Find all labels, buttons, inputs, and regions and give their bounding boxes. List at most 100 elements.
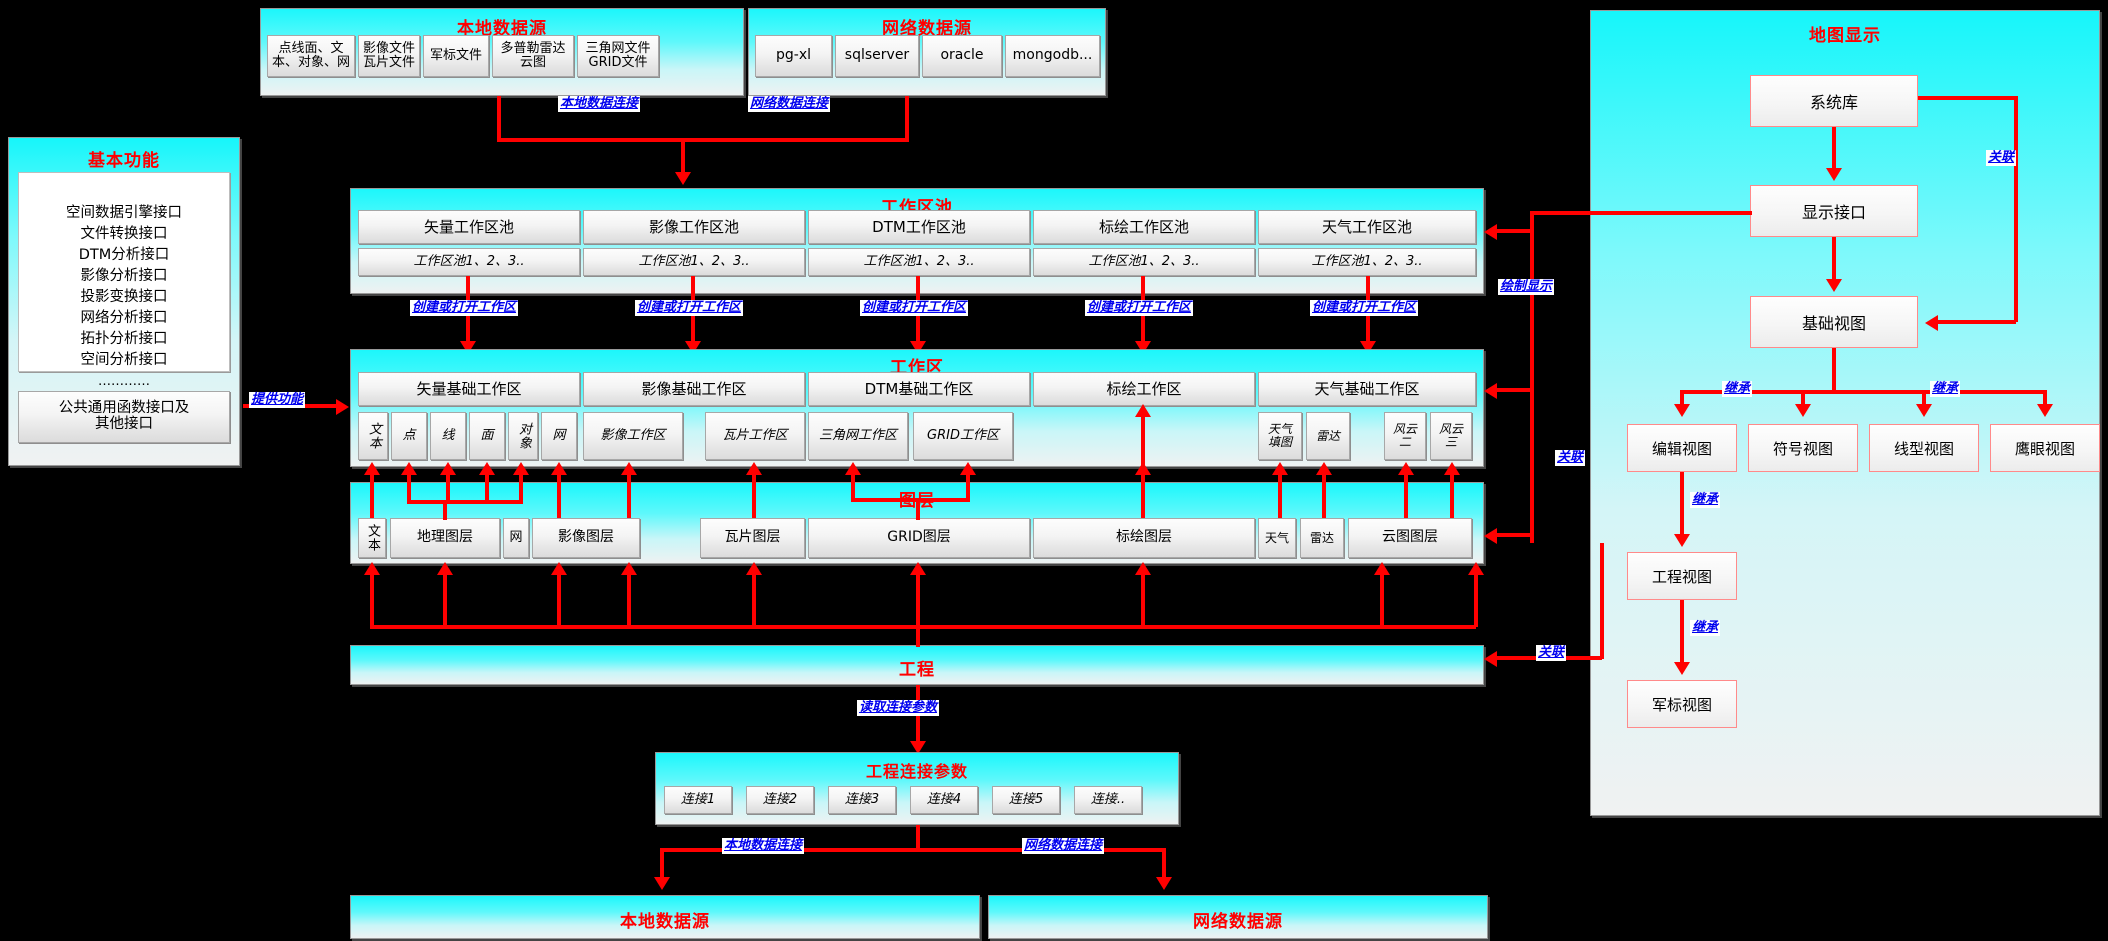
pool-sub-4[interactable]: 工作区池1、2、3.. [1258, 248, 1476, 276]
layer-plot[interactable]: 标绘图层 [1033, 518, 1255, 558]
basic-functions-common-interface[interactable]: 公共通用函数接口及其他接口 [18, 391, 230, 443]
pool-column-1[interactable]: 影像工作区池 [583, 210, 805, 244]
label-inherit-left: 继承 [1722, 381, 1753, 398]
conn-project-riser-2 [557, 570, 561, 627]
network-source-item-2[interactable]: oracle [922, 35, 1002, 77]
arrow-project-riser-8-icon [1468, 562, 1484, 575]
workarea-child-tin[interactable]: 三角网工作区 [808, 412, 908, 460]
local-source-item-0[interactable]: 点线面、文本、对象、网 [267, 35, 355, 77]
layer-grid[interactable]: GRID图层 [808, 518, 1030, 558]
arrow-project-riser-6-icon [1135, 562, 1151, 575]
pool-sub-0[interactable]: 工作区池1、2、3.. [358, 248, 580, 276]
workarea-column-3[interactable]: 标绘工作区 [1033, 372, 1255, 406]
conn-assoc-in [1938, 320, 2016, 324]
project-conn-item-1[interactable]: 连接2 [746, 786, 814, 814]
pool-column-3[interactable]: 标绘工作区池 [1033, 210, 1255, 244]
workarea-child-image[interactable]: 影像工作区 [583, 412, 683, 460]
workarea-child-object[interactable]: 对象 [508, 412, 538, 460]
arrow-project-to-params-icon [910, 741, 926, 754]
arrow-inherit-1-icon [1795, 404, 1811, 417]
conn-project-bus-down [916, 625, 920, 647]
layer-radar[interactable]: 雷达 [1300, 518, 1344, 558]
conn-inherit-0 [1680, 390, 1684, 408]
workarea-child-point[interactable]: 点 [391, 412, 427, 460]
network-source-item-3[interactable]: mongodb... [1005, 35, 1100, 77]
network-source-item-1[interactable]: sqlserver [835, 35, 919, 77]
conn-net-src-left [680, 138, 909, 142]
arrow-vector-o-icon [513, 462, 529, 475]
workarea-child-tile[interactable]: 瓦片工作区 [705, 412, 805, 460]
project-conn-item-4[interactable]: 连接5 [992, 786, 1060, 814]
arrow-project-riser-1-icon [437, 562, 453, 575]
workarea-child-radar[interactable]: 雷达 [1306, 412, 1350, 460]
layer-cloud[interactable]: 云图图层 [1348, 518, 1472, 558]
workarea-column-1[interactable]: 影像基础工作区 [583, 372, 805, 406]
map-view-edit[interactable]: 编辑视图 [1627, 424, 1737, 472]
label-provide-function: 提供功能 [249, 392, 306, 409]
conn-vector-a [485, 470, 489, 502]
layer-text[interactable]: 文本 [358, 518, 386, 558]
conn-tin-up [851, 470, 855, 500]
workarea-column-4[interactable]: 天气基础工作区 [1258, 372, 1476, 406]
map-system-lib[interactable]: 系统库 [1750, 75, 1918, 127]
conn-plot-layer-up [1141, 412, 1145, 470]
arrow-weather-1-icon [1316, 462, 1332, 475]
project-conn-item-2[interactable]: 连接3 [828, 786, 896, 814]
local-source-item-3[interactable]: 多普勒雷达云图 [492, 35, 574, 77]
conn-iface-to-base [1832, 237, 1836, 283]
workarea-child-weather-chart[interactable]: 天气填图 [1258, 412, 1302, 460]
panel-title: 基本功能 [88, 151, 160, 171]
project-conn-item-5[interactable]: 连接.. [1074, 786, 1142, 814]
conn-local-src-down [497, 96, 501, 140]
workarea-child-line[interactable]: 线 [430, 412, 466, 460]
arrow-layer-text-icon [364, 462, 380, 475]
map-view-engineering[interactable]: 工程视图 [1627, 552, 1737, 600]
map-view-eagleeye[interactable]: 鹰眼视图 [1990, 424, 2100, 472]
conn-vector-o [519, 470, 523, 502]
pool-sub-2[interactable]: 工作区池1、2、3.. [808, 248, 1030, 276]
arrow-src-to-pool-icon [675, 172, 691, 185]
workarea-child-grid[interactable]: GRID工作区 [913, 412, 1013, 460]
workarea-child-polygon[interactable]: 面 [469, 412, 505, 460]
workarea-child-fy3[interactable]: 风云三 [1430, 412, 1472, 460]
network-source-item-0[interactable]: pg-xl [755, 35, 832, 77]
arrow-eng-mil-icon [1674, 662, 1690, 675]
label-draw-display: 绘制显示 [1498, 279, 1555, 296]
pool-column-2[interactable]: DTM工作区池 [808, 210, 1030, 244]
pool-column-0[interactable]: 矢量工作区池 [358, 210, 580, 244]
pool-sub-1[interactable]: 工作区池1、2、3.. [583, 248, 805, 276]
layer-image[interactable]: 影像图层 [532, 518, 640, 558]
label-associate-workarea: 关联 [1555, 450, 1586, 467]
workarea-column-2[interactable]: DTM基础工作区 [808, 372, 1030, 406]
conn-vector-merge [407, 500, 523, 504]
workarea-child-text[interactable]: 文本 [358, 412, 388, 460]
layer-tile[interactable]: 瓦片图层 [700, 518, 805, 558]
layer-geo[interactable]: 地理图层 [390, 518, 500, 558]
conn-assoc-top [1918, 96, 2018, 100]
arrow-params-net-icon [1156, 877, 1172, 890]
workarea-child-fy2[interactable]: 风云二 [1384, 412, 1426, 460]
map-base-view[interactable]: 基础视图 [1750, 296, 1918, 348]
label-inherit-right: 继承 [1930, 381, 1961, 398]
pool-sub-3[interactable]: 工作区池1、2、3.. [1033, 248, 1255, 276]
label-local-data-conn: 本地数据连接 [558, 96, 641, 113]
workarea-column-0[interactable]: 矢量基础工作区 [358, 372, 580, 406]
pool-column-4[interactable]: 天气工作区池 [1258, 210, 1476, 244]
local-source-item-1[interactable]: 影像文件瓦片文件 [358, 35, 420, 77]
conn-project-riser-3 [627, 570, 631, 627]
conn-inherit-bus [1680, 390, 2045, 394]
map-display-interface[interactable]: 显示接口 [1750, 185, 1918, 237]
workarea-child-net[interactable]: 网 [541, 412, 577, 460]
project-conn-item-0[interactable]: 连接1 [664, 786, 732, 814]
map-view-military[interactable]: 军标视图 [1627, 680, 1737, 728]
layer-weather[interactable]: 天气 [1258, 518, 1296, 558]
layer-net[interactable]: 网 [503, 518, 529, 558]
map-view-linetype[interactable]: 线型视图 [1869, 424, 1979, 472]
local-source-item-2[interactable]: 军标文件 [423, 35, 489, 77]
conn-project-bus [370, 625, 1476, 629]
conn-project-riser-1 [443, 570, 447, 627]
map-view-symbol[interactable]: 符号视图 [1748, 424, 1858, 472]
project-conn-item-3[interactable]: 连接4 [910, 786, 978, 814]
